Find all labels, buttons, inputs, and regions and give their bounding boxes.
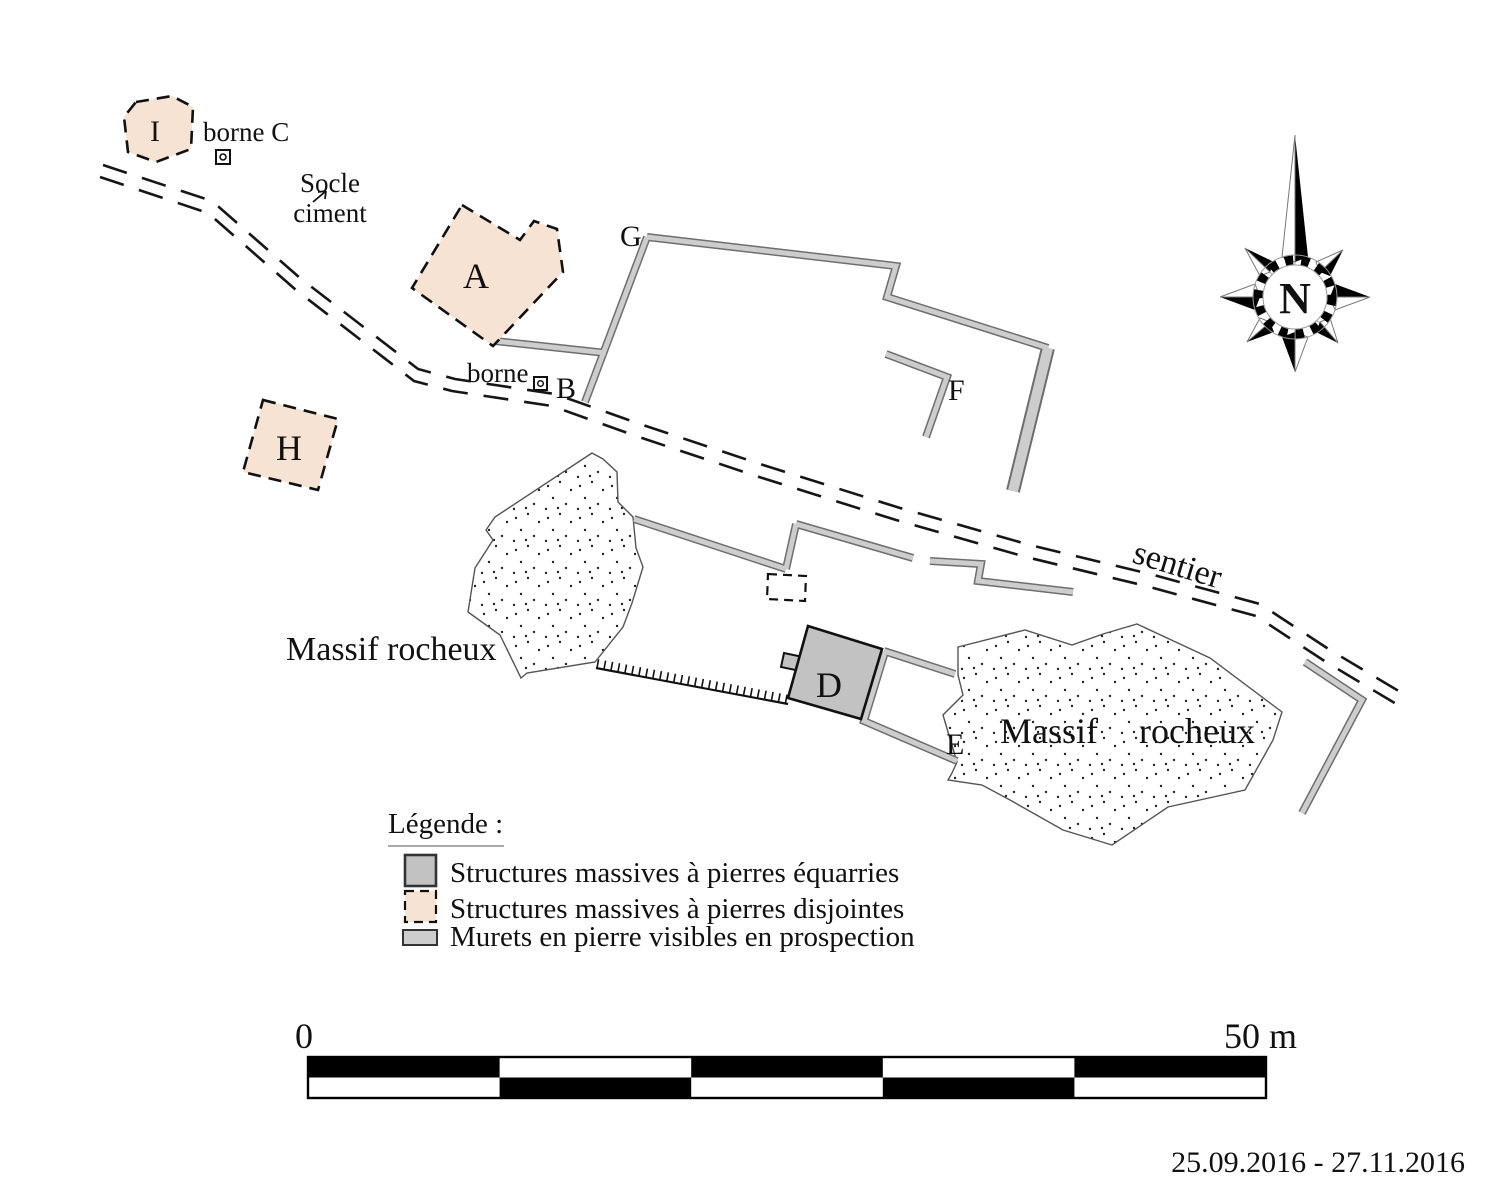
sentier-path	[99, 163, 1403, 707]
socle-arrow-icon	[312, 190, 327, 203]
borne-b-label: borne	[467, 358, 528, 388]
scale-bar-border	[306, 1055, 1268, 1100]
scale-bar-segments	[308, 1057, 1266, 1098]
hatched-slope-line	[595, 659, 790, 706]
small-dashed-structure	[765, 572, 808, 603]
structure-a: A	[410, 203, 565, 348]
massif-left-label: Massif rocheux	[286, 631, 497, 668]
survey-date-range: 25.09.2016 - 27.11.2016	[1171, 1146, 1465, 1179]
structure-d-label: D	[816, 665, 842, 705]
compass-points	[1219, 134, 1371, 373]
legend-item-murets: Murets en pierre visibles en prospection	[450, 921, 915, 953]
walls-murets	[494, 233, 1368, 815]
structure-h: H	[241, 398, 340, 492]
compass-north-label: N	[1279, 274, 1311, 323]
legend-item-equarries: Structures massives à pierres équarries	[450, 857, 899, 889]
structure-e-label: E	[946, 728, 964, 761]
borne-c-marker	[215, 149, 231, 165]
wall-fills	[494, 234, 1366, 815]
sentier-path-lower-line	[99, 175, 1399, 707]
structure-i: I	[122, 94, 195, 164]
sentier-path-upper-line	[102, 163, 1403, 695]
structure-h-label: H	[276, 428, 302, 468]
structure-d: D	[779, 624, 884, 721]
legend-title: Légende :	[388, 808, 503, 840]
structure-a-label: A	[463, 256, 489, 296]
structure-f-label: F	[948, 374, 965, 407]
legend-swatch-solid-gray-square	[403, 853, 438, 888]
socle-ciment-line1: Socle	[300, 168, 360, 198]
legend: Légende : Structures massives à pierres …	[388, 808, 915, 953]
massif-rocheux-left	[467, 452, 644, 680]
structure-i-label: I	[150, 115, 160, 148]
structure-g-label: G	[620, 220, 642, 253]
massif-right-label: Massif rocheux	[1000, 711, 1255, 751]
scale-start-label: 0	[295, 1016, 313, 1056]
borne-c-label: borne C	[203, 117, 289, 147]
legend-swatch-gray-bar	[402, 929, 438, 946]
socle-ciment-line2: ciment	[293, 198, 367, 228]
legend-item-disjointes: Structures massives à pierres disjointes	[450, 893, 904, 925]
scale-bar: 0 50 m	[295, 1016, 1297, 1100]
borne-b-marker	[533, 376, 548, 391]
legend-swatch-dashed-pink-square	[403, 889, 438, 924]
structure-b-label: B	[556, 372, 576, 405]
compass-rose: N	[1219, 134, 1371, 373]
sentier-label: sentier	[1129, 534, 1227, 596]
massif-rocheux-right	[942, 623, 1283, 846]
scale-end-label: 50 m	[1224, 1016, 1297, 1056]
